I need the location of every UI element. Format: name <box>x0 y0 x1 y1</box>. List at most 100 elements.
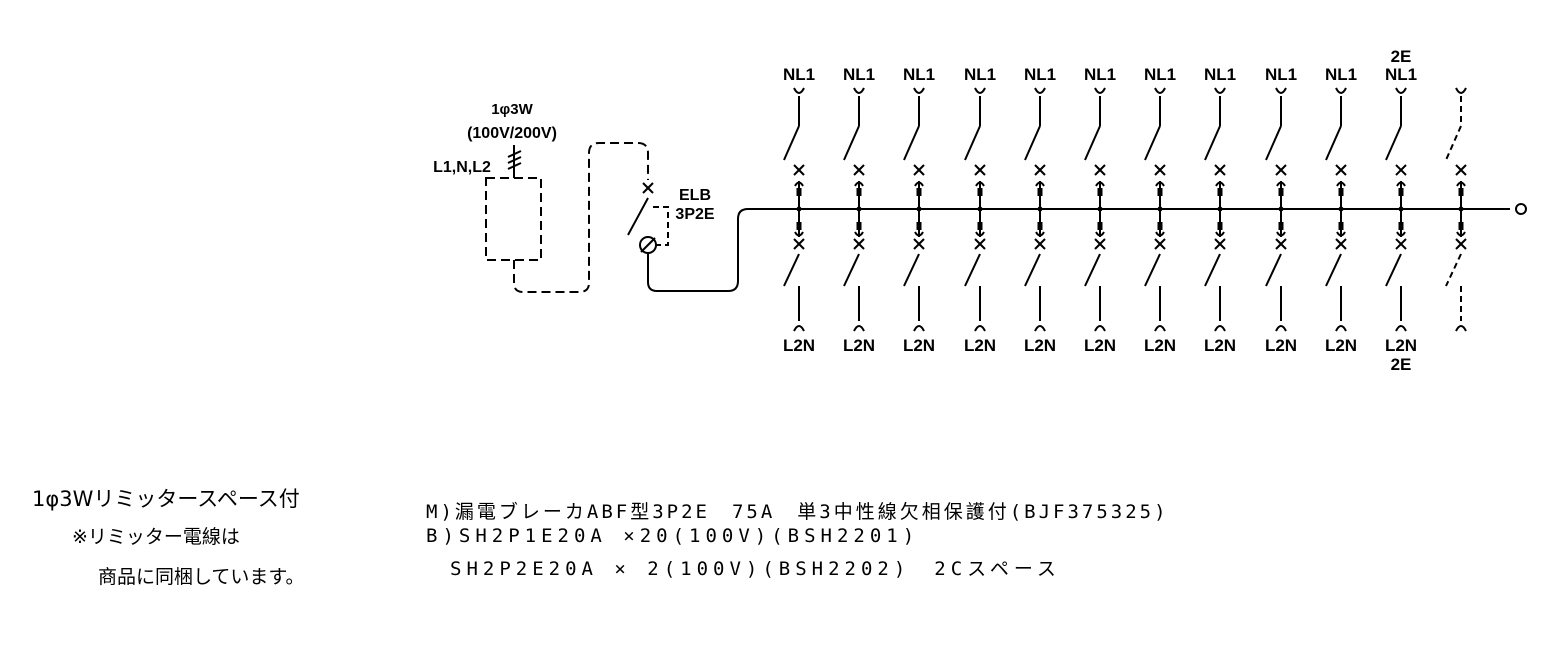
branch-top-label: NL1 <box>1325 65 1357 84</box>
limiter-note-line1: 1φ3Wリミッタースペース付 <box>32 487 300 511</box>
branch-top-label: NL1 <box>783 65 815 84</box>
bottom-contact <box>1445 253 1462 287</box>
top-stab-block <box>1398 188 1404 196</box>
top-contact <box>1144 125 1161 161</box>
branch-top-label: NL1 <box>964 65 996 84</box>
branch-bottom-label: L2N <box>783 336 815 355</box>
top-stab-block <box>856 188 862 196</box>
bottom-terminal <box>853 325 865 332</box>
bottom-terminal <box>1275 325 1287 332</box>
bottom-stab-block <box>1217 222 1223 230</box>
bus-node <box>1157 206 1163 212</box>
bottom-x-mark <box>1154 238 1166 250</box>
bus-node <box>1458 206 1464 212</box>
bottom-stab <box>1456 231 1466 237</box>
bottom-terminal <box>974 325 986 332</box>
bottom-stab <box>1035 231 1045 237</box>
limiter-note-line3: 商品に同梱しています。 <box>98 566 305 588</box>
bottom-stab-block <box>796 222 802 230</box>
top-terminal <box>1455 87 1467 94</box>
supply-voltage-label: (100V/200V) <box>467 125 557 142</box>
branch-bottom-label: L2N <box>1084 336 1116 355</box>
top-stab-block <box>1458 188 1464 196</box>
bottom-contact <box>1204 253 1221 287</box>
branch-top-label: NL1 <box>1144 65 1176 84</box>
bottom-stab <box>1396 231 1406 237</box>
bottom-terminal <box>913 325 925 332</box>
bottom-terminal <box>1455 325 1467 332</box>
top-x-mark <box>1455 164 1467 176</box>
branch-top-label: NL1 <box>1024 65 1056 84</box>
top-stab-block <box>796 188 802 196</box>
branch-bottom-label: L2N <box>903 336 935 355</box>
top-terminal <box>793 87 805 94</box>
top-contact <box>964 125 981 161</box>
bottom-stab <box>975 231 985 237</box>
top-contact <box>783 125 800 161</box>
top-terminal <box>1275 87 1287 94</box>
bottom-x-mark <box>1395 238 1407 250</box>
bottom-stab <box>1336 231 1346 237</box>
top-x-mark <box>974 164 986 176</box>
limiter-note-line2: ※リミッター電線は <box>72 526 240 548</box>
branch-bottom-extra-label: 2E <box>1391 355 1412 374</box>
top-terminal <box>1395 87 1407 94</box>
top-terminal <box>1034 87 1046 94</box>
bottom-stab-block <box>1037 222 1043 230</box>
top-x-mark <box>1214 164 1226 176</box>
branch-bottom-label: L2N <box>1385 336 1417 355</box>
elb-type-label: ELB <box>679 187 711 204</box>
branch-circuits: NL1L2NNL1L2NNL1L2NNL1L2NNL1L2NNL1L2NNL1L… <box>783 47 1467 374</box>
top-terminal <box>1335 87 1347 94</box>
top-contact <box>1265 125 1282 161</box>
bottom-x-mark <box>913 238 925 250</box>
bottom-stab-block <box>977 222 983 230</box>
top-contact <box>903 125 920 161</box>
top-terminal <box>853 87 865 94</box>
top-x-mark <box>1154 164 1166 176</box>
top-terminal <box>1094 87 1106 94</box>
bottom-stab <box>1215 231 1225 237</box>
top-terminal <box>1214 87 1226 94</box>
top-x-mark <box>1094 164 1106 176</box>
top-terminal <box>913 87 925 94</box>
top-stab-block <box>977 188 983 196</box>
branch-top-label: NL1 <box>1084 65 1116 84</box>
top-terminal <box>974 87 986 94</box>
bottom-stab <box>914 231 924 237</box>
top-x-mark <box>853 164 865 176</box>
branch-bottom-label: L2N <box>1024 336 1056 355</box>
branch-bottom-label: L2N <box>1144 336 1176 355</box>
top-contact <box>1325 125 1342 161</box>
top-contact <box>1385 125 1402 161</box>
bus-node <box>796 206 802 212</box>
bus-node <box>856 206 862 212</box>
bottom-x-mark <box>974 238 986 250</box>
bottom-stab <box>854 231 864 237</box>
top-contact <box>1024 125 1041 161</box>
branch-bottom-label: L2N <box>964 336 996 355</box>
bus-node <box>1037 206 1043 212</box>
bottom-contact <box>843 253 860 287</box>
elb-poles-label: 3P2E <box>675 206 714 223</box>
branch-top-label: NL1 <box>1265 65 1297 84</box>
bus-node <box>916 206 922 212</box>
bottom-contact <box>1385 253 1402 287</box>
bottom-stab-block <box>1338 222 1344 230</box>
bottom-stab <box>1095 231 1105 237</box>
top-x-mark <box>1395 164 1407 176</box>
spec-branch-2: SH2P2E20A × 2(100V)(BSH2202) 2Cスペース <box>426 558 1061 580</box>
top-stab-block <box>1278 188 1284 196</box>
branch-bottom-label: L2N <box>1204 336 1236 355</box>
limiter-space-box <box>485 177 542 261</box>
bottom-stab-block <box>916 222 922 230</box>
branch-top-label: NL1 <box>903 65 935 84</box>
bottom-stab-block <box>856 222 862 230</box>
bottom-terminal <box>1395 325 1407 332</box>
branch-bottom-label: L2N <box>1325 336 1357 355</box>
top-contact <box>843 125 860 161</box>
